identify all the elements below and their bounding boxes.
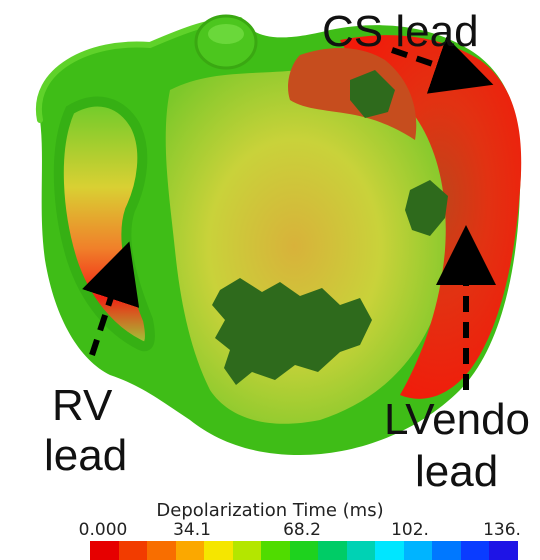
colorbar-tick: 68.2 [283,520,321,540]
lead-arrows [82,36,496,390]
colorbar-tick: 136. [483,520,521,540]
rv-lead-label-line1: RV [52,381,113,430]
colorbar-swatch [147,541,176,560]
colorbar-swatch [289,541,319,560]
cs-lead-arrow [391,36,494,94]
colorbar-tick: 0.000 [78,520,128,540]
lvendo-lead-label-line1: LVendo [384,395,531,444]
colorbar-swatch [403,541,433,560]
colorbar-swatch [175,541,205,560]
colorbar-tick: 102. [391,520,429,540]
colorbar-swatch [261,541,290,560]
colorbar-swatch [90,541,119,560]
colorbar-swatch [318,541,347,560]
lvendo-lead-label-line2: lead [415,447,499,496]
lv-free-wall [340,35,522,399]
cs-lead-label: CS lead [322,7,479,56]
rv-lead-label-line2: lead [44,431,128,480]
colorbar-tick: 34.1 [173,520,211,540]
late-activation-patches [212,70,448,385]
colorbar-title: Depolarization Time (ms) [156,500,384,521]
colorbar-swatch [204,541,233,560]
colorbar-swatch [432,541,461,560]
colorbar-swatch [460,541,490,560]
colorbar-swatch [375,541,404,560]
rv-lead-arrow [82,241,140,356]
colorbar-swatch [232,541,262,560]
colorbar [90,541,518,560]
colorbar-swatch [118,541,148,560]
colorbar-swatch [346,541,376,560]
colorbar-swatch [489,541,518,560]
